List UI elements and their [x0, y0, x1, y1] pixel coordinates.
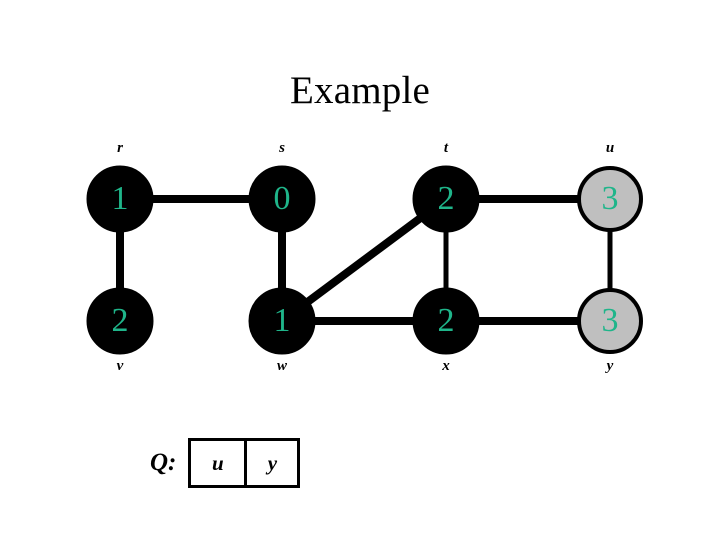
queue-label: Q: [150, 449, 177, 476]
node-u-value: 3 [601, 180, 619, 217]
node-label-u: u [605, 140, 615, 156]
node-label-y: y [606, 358, 614, 374]
node-r-circle[interactable] [86, 165, 154, 233]
node-t-circle[interactable] [412, 165, 480, 233]
graph-edges [116, 195, 613, 325]
node-v-circle[interactable] [86, 287, 154, 355]
node-y-value: 3 [601, 302, 619, 339]
node-label-v: v [116, 358, 124, 374]
page-title: Example [289, 69, 430, 112]
queue-cell-1[interactable]: y [244, 441, 297, 485]
node-s-circle[interactable] [248, 165, 316, 233]
node-label-r: r [117, 140, 123, 156]
node-r-value: 1 [111, 180, 129, 217]
queue-cell-0[interactable]: u [212, 450, 224, 475]
node-x-value: 2 [437, 302, 455, 339]
node-w-circle[interactable] [248, 287, 316, 355]
node-label-t: t [443, 140, 449, 156]
node-y-circle[interactable] [577, 288, 643, 354]
node-t-value: 2 [437, 180, 455, 217]
node-x-circle[interactable] [412, 287, 480, 355]
node-u-circle[interactable] [577, 166, 643, 232]
node-w-value: 1 [273, 302, 291, 339]
node-label-s: s [279, 140, 285, 156]
queue-box[interactable]: u y [188, 438, 301, 488]
node-v-value: 2 [111, 302, 129, 339]
queue-section: Q: u y [150, 438, 301, 488]
node-s-value: 0 [273, 180, 291, 217]
edge-w-t [279, 195, 449, 325]
node-label-x: x [442, 358, 450, 374]
node-label-w: w [276, 358, 287, 374]
graph-nodes [86, 165, 643, 355]
